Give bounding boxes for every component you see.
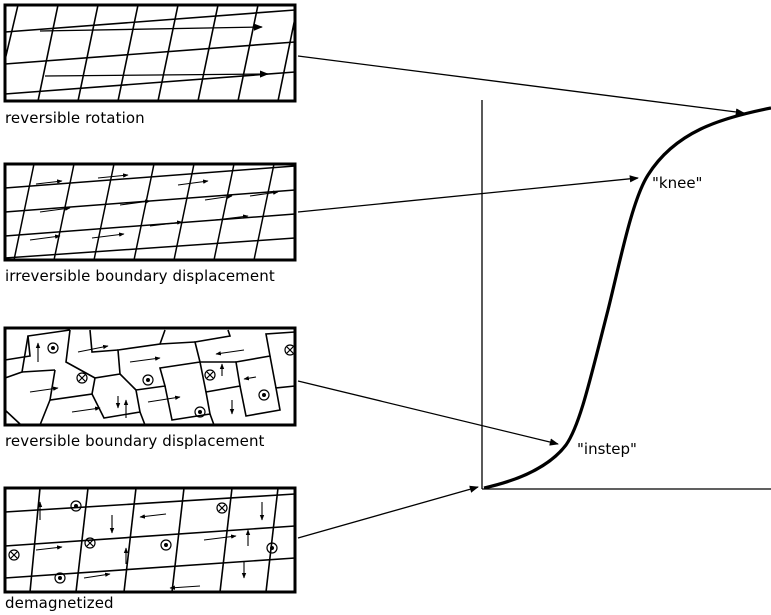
domain-grid	[4, 487, 296, 593]
magnetization-arrows	[29, 342, 257, 418]
label-knee: "knee"	[652, 174, 703, 192]
panel-reversible-rotation	[3, 3, 297, 103]
magnetization-arrows	[29, 173, 279, 241]
field-symbols	[8, 500, 278, 584]
arrow-reversible-to-instep	[297, 380, 559, 446]
label-instep: "instep"	[577, 440, 637, 458]
panel-irreversible-boundary	[3, 162, 297, 262]
domain-grid	[4, 4, 296, 102]
panel-demagnetized	[3, 486, 297, 594]
domain-walls	[4, 329, 296, 426]
caption-reversible-rotation: reversible rotation	[5, 109, 145, 127]
axes	[481, 100, 771, 490]
caption-demagnetized: demagnetized	[5, 594, 114, 612]
arrow-demag-to-origin	[297, 485, 479, 539]
field-symbols	[47, 342, 296, 418]
magnetization-arrows	[35, 501, 265, 590]
caption-reversible-boundary: reversible boundary displacement	[5, 432, 265, 450]
magnetization-arrows	[39, 23, 269, 78]
panel-reversible-boundary	[3, 326, 297, 427]
connector-arrows	[297, 55, 745, 539]
arrow-rotation-to-saturation	[297, 55, 745, 116]
arrow-irreversible-to-knee	[297, 175, 639, 213]
magnetization-curve	[483, 106, 771, 490]
caption-irreversible-boundary: irreversible boundary displacement	[5, 267, 275, 285]
